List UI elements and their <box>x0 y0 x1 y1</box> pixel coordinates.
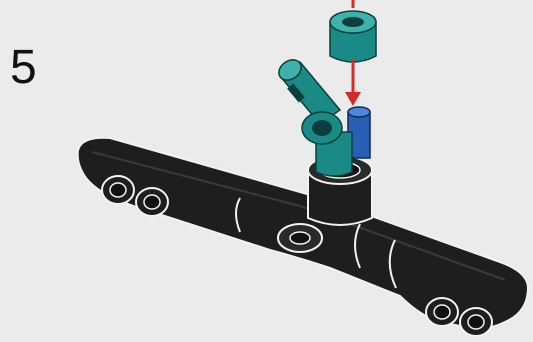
beam-hole-inner <box>434 305 450 319</box>
beam-hole-inner <box>468 315 484 329</box>
arrow-head <box>345 92 361 106</box>
beam <box>78 138 528 336</box>
beam-hole-inner <box>144 195 160 209</box>
bushing-top-hole <box>342 17 364 27</box>
connector-hub-hole <box>312 120 332 136</box>
axle-pin-top <box>348 107 370 117</box>
bushing <box>330 11 376 62</box>
beam-hub-hole <box>290 232 310 244</box>
beam-hole-inner <box>110 183 126 197</box>
angled-connector <box>275 56 352 176</box>
